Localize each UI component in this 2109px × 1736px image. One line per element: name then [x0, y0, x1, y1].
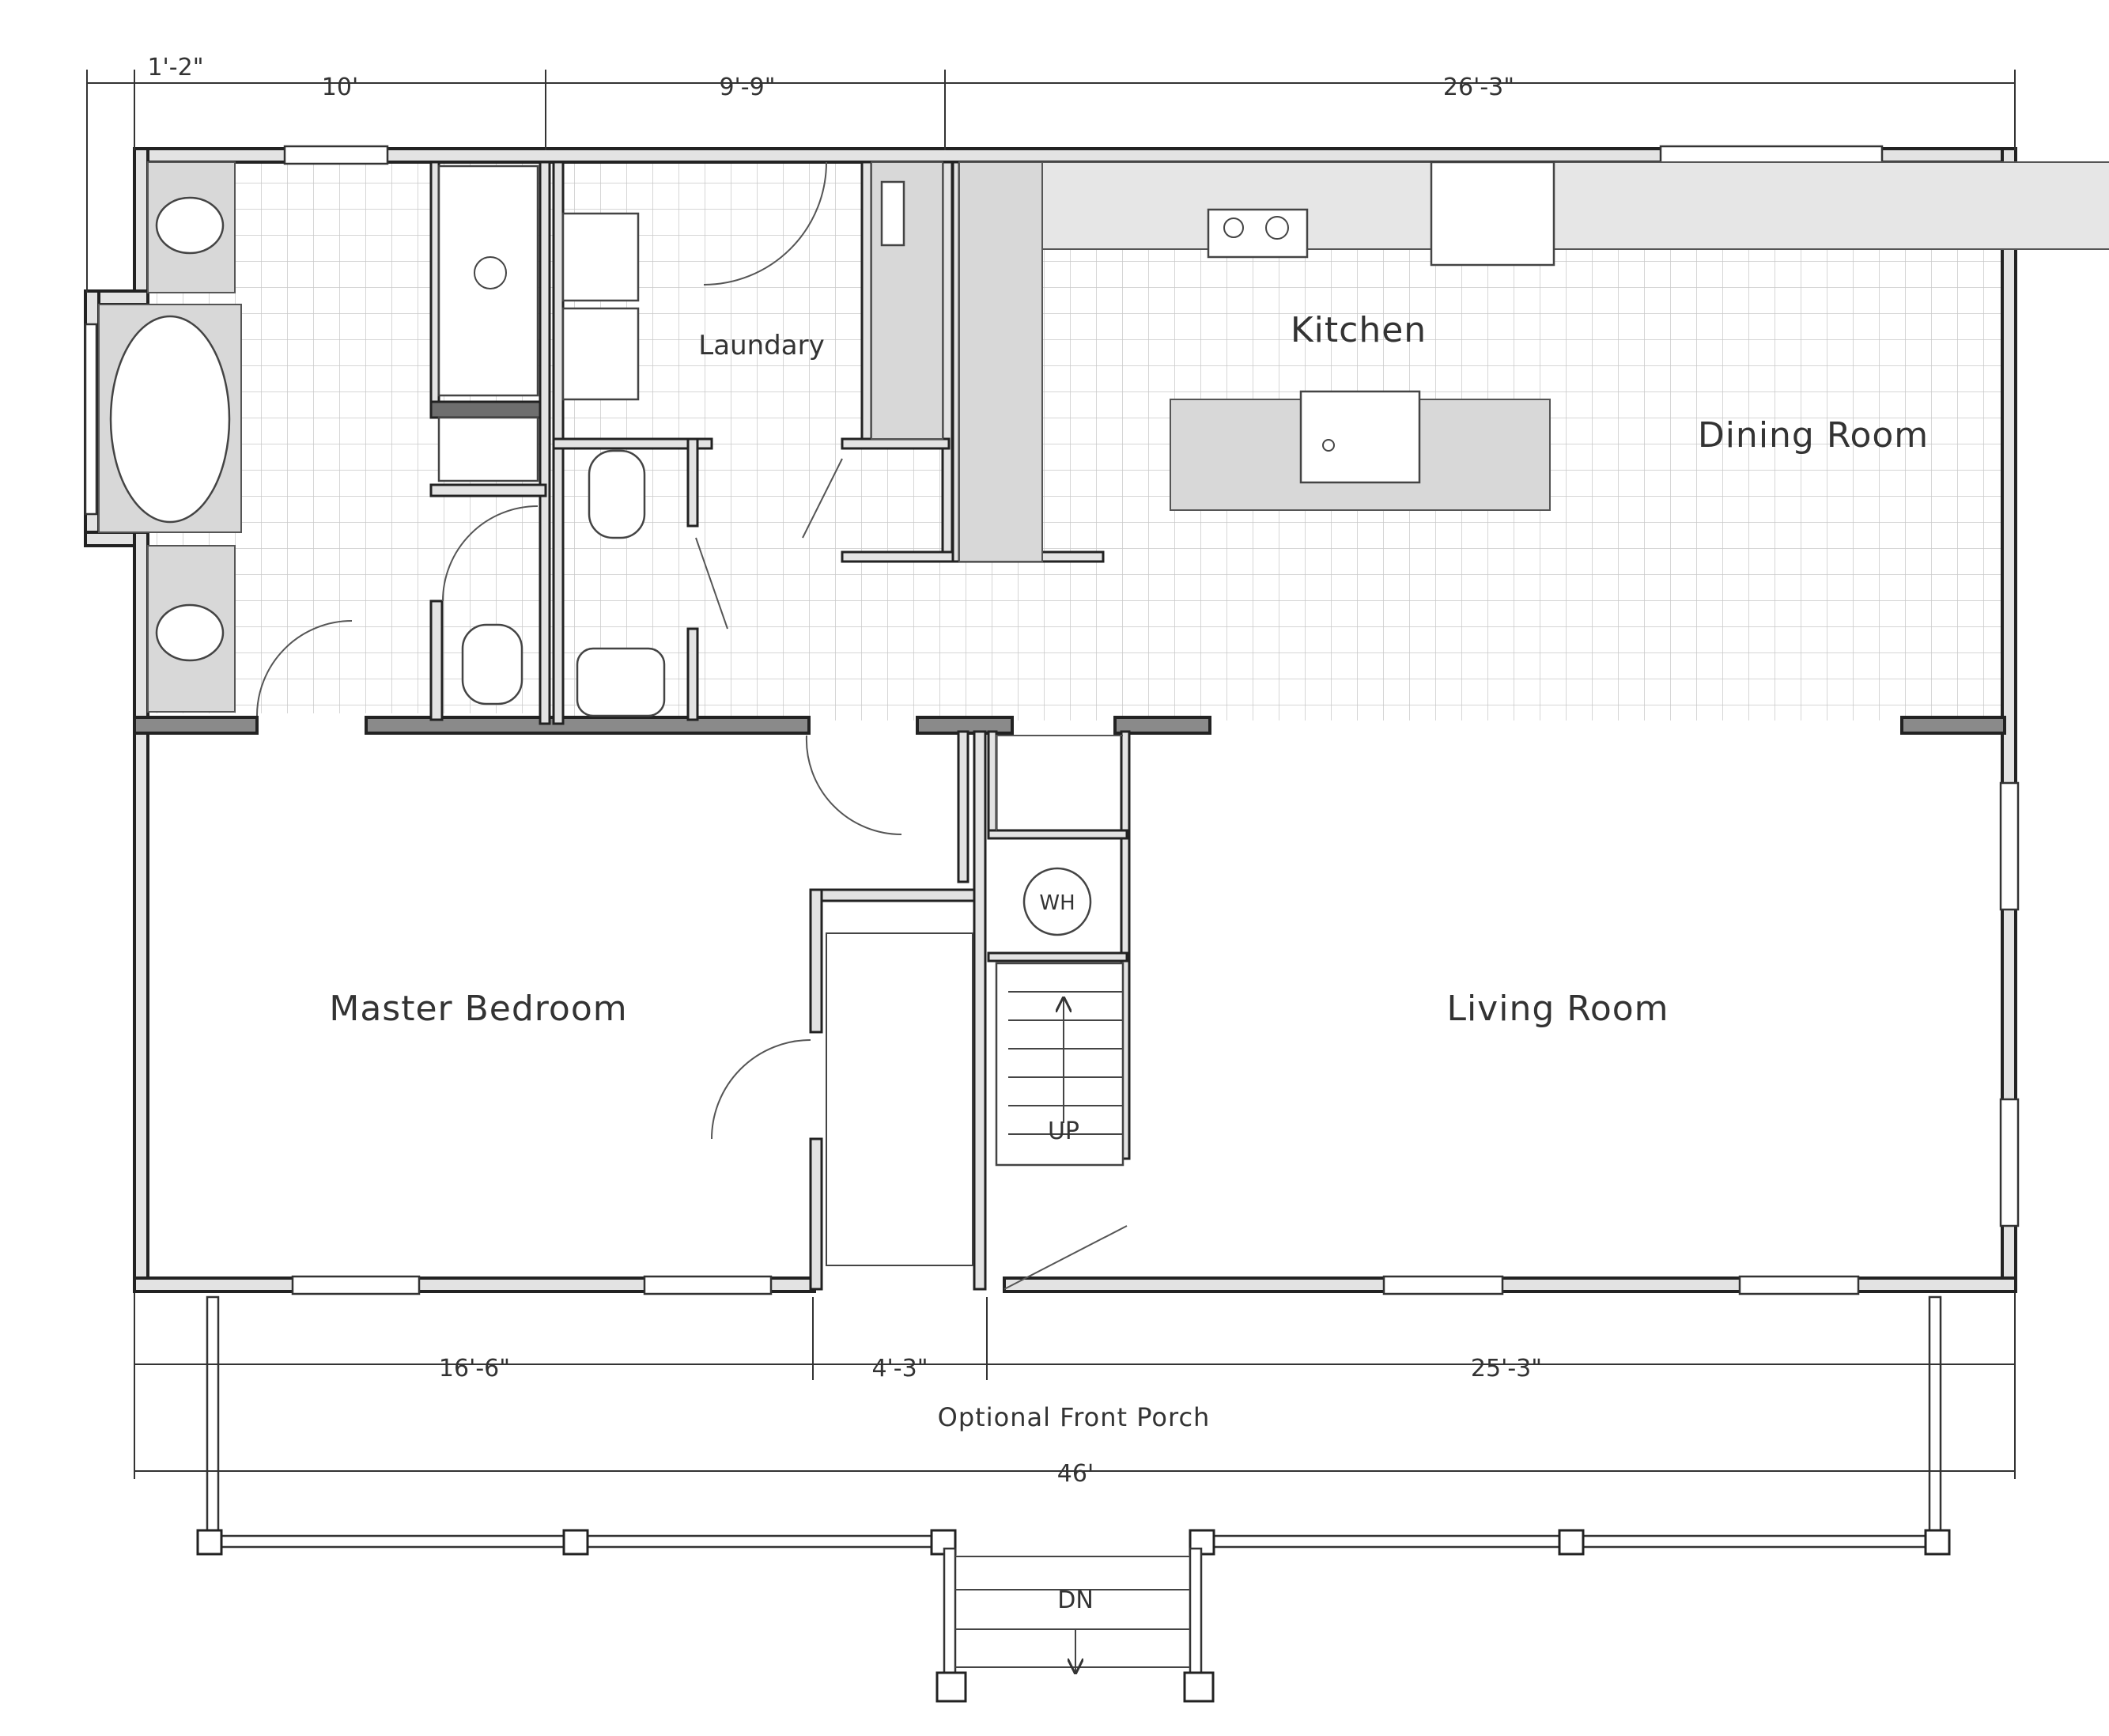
dimension-bottom-2: 4'-3"	[871, 1355, 928, 1382]
labels: 1'-2" 10' 9'-9" 26'-3" Kitchen Dining Ro…	[147, 54, 1929, 1614]
room-label-laundry: Laundary	[698, 330, 824, 361]
dimension-top-4: 26'-3"	[1443, 74, 1514, 101]
refrigerator-icon	[1430, 161, 1555, 267]
stairs-down-label: DN	[1057, 1587, 1094, 1614]
bathtub-icon	[109, 315, 231, 524]
shower-icon	[437, 165, 539, 397]
master-bath	[98, 161, 539, 717]
water-heater-label: WH	[1039, 891, 1075, 915]
closet-shelf	[826, 932, 973, 1266]
dimension-overall: 46'	[1057, 1460, 1094, 1488]
toilet-icon	[588, 449, 646, 539]
laundry-bath	[561, 161, 943, 836]
dimension-bottom-3: 25'-3"	[1471, 1355, 1542, 1382]
sink-icon	[1299, 390, 1421, 484]
dimension-bottom-1: 16'-6"	[439, 1355, 510, 1382]
stairs-up-label: UP	[1048, 1118, 1079, 1145]
kitchen	[958, 161, 2109, 562]
room-label-master: Master Bedroom	[329, 989, 627, 1029]
toilet-icon	[461, 623, 523, 705]
dimension-lines	[86, 70, 2016, 1479]
dimension-top-2: 10'	[322, 74, 358, 101]
water-heater-stairs	[995, 735, 1128, 1290]
stairs-up	[995, 962, 1124, 1167]
stove-icon	[1207, 208, 1309, 259]
dimension-top-1: 1'-2"	[147, 54, 203, 81]
sink-icon	[576, 647, 666, 717]
porch-label: Optional Front Porch	[938, 1402, 1211, 1432]
windows	[84, 145, 2020, 1295]
sink-icon	[155, 603, 225, 662]
front-porch	[196, 1295, 1951, 1703]
dryer-icon	[561, 307, 640, 401]
room-label-living: Living Room	[1446, 989, 1669, 1029]
room-label-kitchen: Kitchen	[1291, 310, 1427, 350]
dimension-top-3: 9'-9"	[719, 74, 775, 101]
sink-icon	[155, 196, 225, 255]
water-heater-icon	[1022, 867, 1092, 936]
washer-icon	[561, 212, 640, 302]
room-label-dining: Dining Room	[1698, 415, 1929, 456]
